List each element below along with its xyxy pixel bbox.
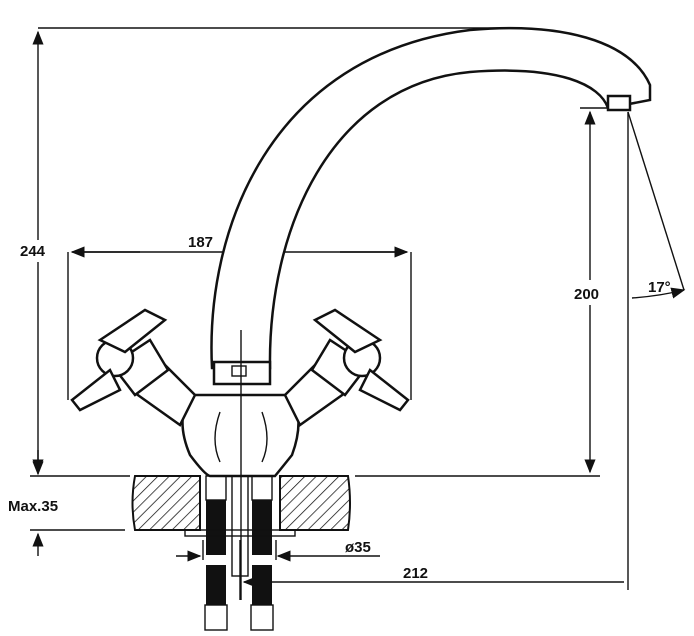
label-244: 244 [20, 243, 46, 260]
label-212: 212 [403, 565, 428, 582]
spout [210, 26, 652, 386]
left-handle [70, 308, 197, 427]
label-200: 200 [574, 286, 599, 303]
countertop-section [131, 475, 351, 531]
label-17-degrees: 17° [648, 279, 671, 296]
dimension-max35 [30, 450, 125, 556]
dimension-diameter-35 [176, 540, 380, 562]
faucet-body [181, 330, 300, 600]
dimension-200 [355, 107, 612, 477]
label-max35: Max.35 [8, 498, 58, 515]
dimension-244 [30, 27, 520, 477]
dimension-212 [239, 540, 624, 600]
supply-hoses [184, 475, 296, 631]
dimension-17-degrees [627, 111, 686, 590]
right-handle [283, 308, 410, 427]
label-diameter-35: ø35 [345, 539, 371, 556]
label-187: 187 [188, 234, 213, 251]
